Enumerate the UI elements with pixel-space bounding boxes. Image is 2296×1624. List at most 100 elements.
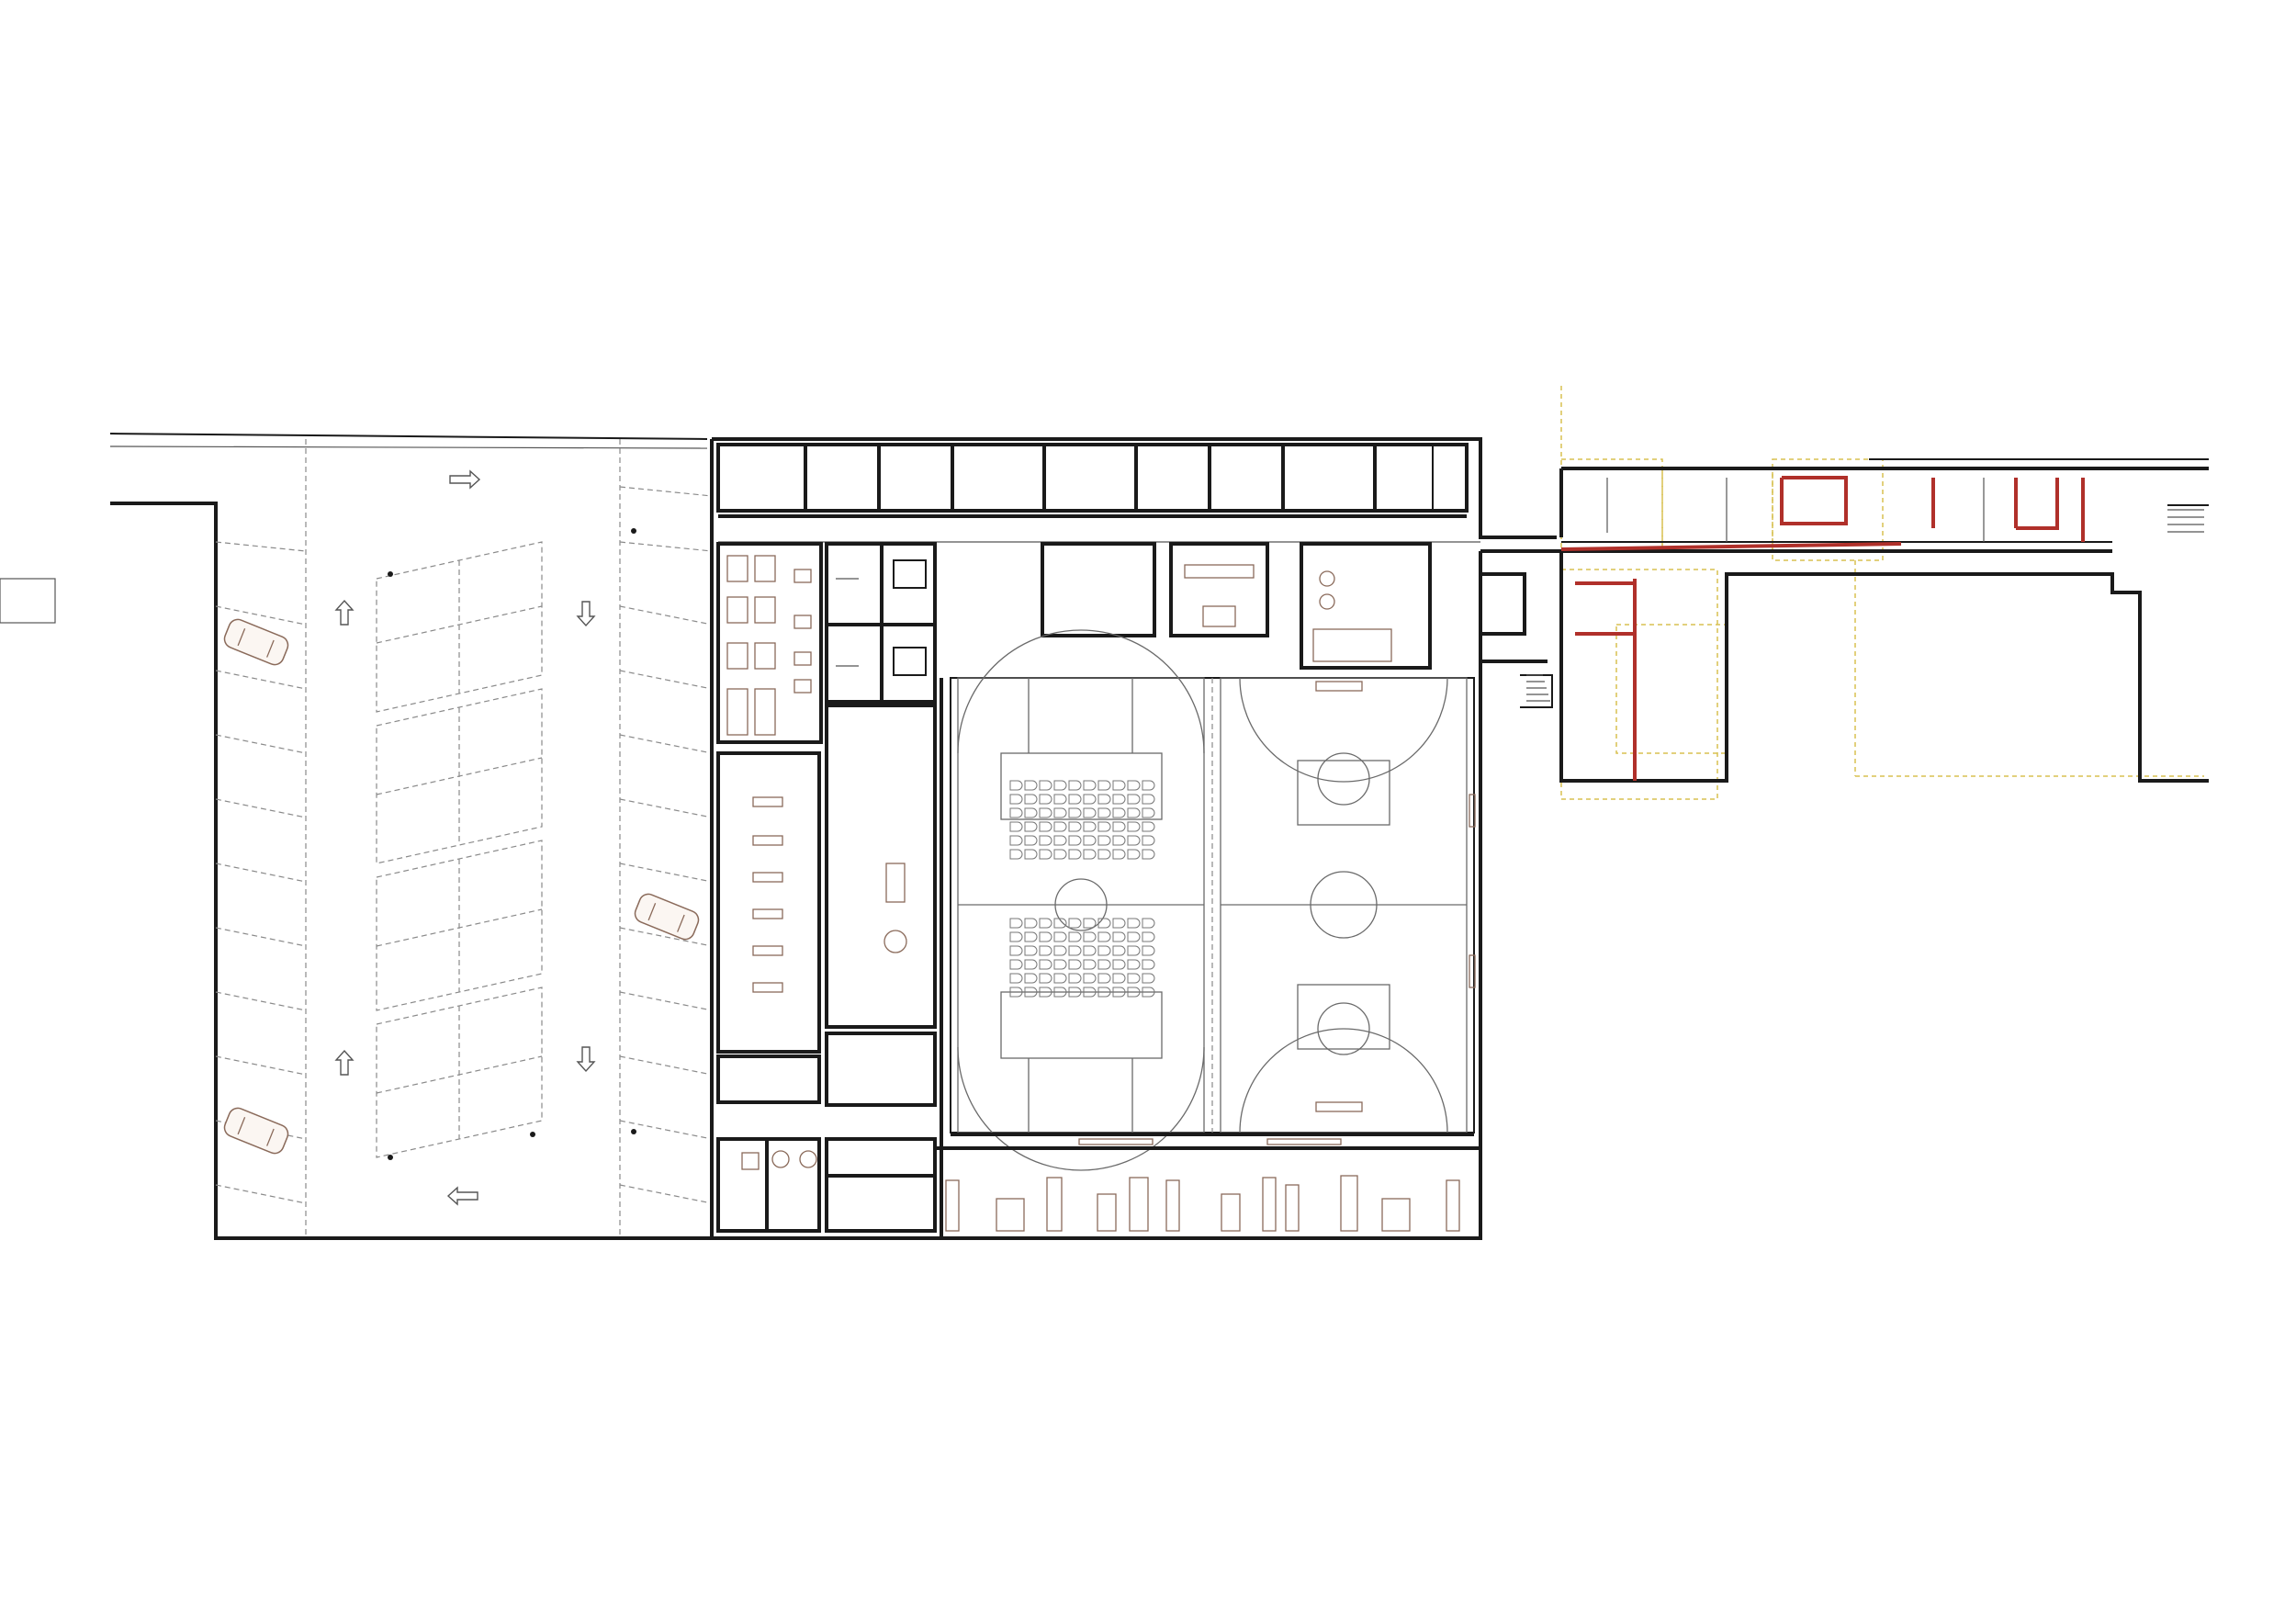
seat (1039, 931, 1052, 942)
seat (1127, 835, 1141, 846)
seat (1053, 945, 1067, 956)
connector (1480, 549, 1561, 708)
seat (1112, 780, 1126, 791)
seat (1053, 931, 1067, 942)
seat (1024, 807, 1038, 818)
seat (1097, 931, 1111, 942)
arrow-down-icon (576, 601, 596, 627)
seat (1068, 931, 1082, 942)
seat (1097, 918, 1111, 929)
seat (1127, 780, 1141, 791)
seat (1083, 918, 1097, 929)
seat (1127, 918, 1141, 929)
seat (1083, 835, 1097, 846)
seat (1068, 987, 1082, 998)
seat (1068, 794, 1082, 805)
locker-rooms (825, 542, 937, 704)
seat (1142, 794, 1155, 805)
seat (1083, 931, 1097, 942)
demolition-walls (1560, 476, 2085, 781)
seat (1024, 794, 1038, 805)
seat (1053, 821, 1067, 832)
seat (1024, 931, 1038, 942)
seat (1127, 807, 1141, 818)
central-rooms (0, 542, 1432, 670)
seat (1112, 821, 1126, 832)
parking-area (109, 433, 714, 1240)
seat (1142, 931, 1155, 942)
seat (1127, 794, 1141, 805)
seat (1068, 918, 1082, 929)
seat (1083, 849, 1097, 860)
seat (1083, 807, 1097, 818)
parking-row-center (376, 541, 543, 1160)
seat (1009, 918, 1023, 929)
seat (1142, 973, 1155, 984)
seat (1024, 987, 1038, 998)
seat (1142, 835, 1155, 846)
seat (1142, 918, 1155, 929)
seat (1097, 780, 1111, 791)
seat (1112, 849, 1126, 860)
seat (1024, 918, 1038, 929)
stair-icon (2167, 509, 2204, 533)
seat (1127, 821, 1141, 832)
seat (1024, 945, 1038, 956)
seat (1009, 807, 1023, 818)
seat (1024, 959, 1038, 970)
arrow-left-icon (446, 1186, 478, 1206)
seat (1127, 945, 1141, 956)
seat (1009, 945, 1023, 956)
seat (1097, 835, 1111, 846)
seat (1053, 807, 1067, 818)
seat (1009, 849, 1023, 860)
seat (1068, 959, 1082, 970)
seat (1039, 849, 1052, 860)
seat (1053, 987, 1067, 998)
seat (1112, 945, 1126, 956)
seat (1127, 987, 1141, 998)
seat (1039, 918, 1052, 929)
seat (1142, 807, 1155, 818)
seat (1112, 959, 1126, 970)
seat (1112, 918, 1126, 929)
seat (1068, 945, 1082, 956)
existing-building (1559, 386, 2209, 800)
seat (1083, 987, 1097, 998)
seat (1039, 959, 1052, 970)
court-1 (957, 629, 1205, 1171)
court-2 (1220, 677, 1476, 1133)
seat (1083, 821, 1097, 832)
seat (1127, 973, 1141, 984)
seat (1083, 794, 1097, 805)
sports-hall (940, 629, 1476, 1238)
fitness-room (716, 542, 823, 744)
seat (1024, 849, 1038, 860)
studio-room (716, 704, 937, 1107)
car-icon (223, 1107, 289, 1155)
seat (1068, 835, 1082, 846)
bleachers (1009, 780, 1155, 998)
technical-rooms (716, 1137, 937, 1233)
seat (1068, 821, 1082, 832)
seat (1039, 945, 1052, 956)
seat (1127, 931, 1141, 942)
seat (1053, 959, 1067, 970)
seat (1142, 945, 1155, 956)
seat (1024, 821, 1038, 832)
seat (1112, 987, 1126, 998)
seat (1097, 807, 1111, 818)
seat (1083, 945, 1097, 956)
seat (1024, 973, 1038, 984)
seat (1053, 918, 1067, 929)
seat (1112, 835, 1126, 846)
seat (1039, 821, 1052, 832)
seat (1053, 794, 1067, 805)
seat (1112, 973, 1126, 984)
seat (1097, 973, 1111, 984)
seat (1142, 780, 1155, 791)
car-icon (223, 618, 289, 666)
seat (1039, 987, 1052, 998)
seat (1009, 959, 1023, 970)
seat (1068, 973, 1082, 984)
